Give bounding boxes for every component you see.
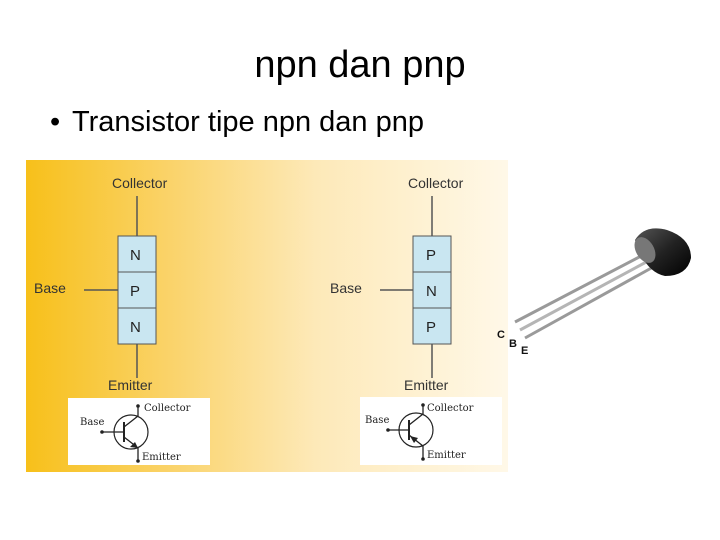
npn-symbol-box [68, 398, 210, 465]
npn-layer-1: N [130, 247, 141, 264]
pnp-symbol-box [360, 397, 502, 465]
npn-symbol-collector: Collector [144, 403, 191, 414]
npn-layer-2: P [130, 283, 140, 300]
transistor-photo: C B E [497, 228, 691, 357]
pnp-structure: Collector P N P Base Emitter [330, 175, 464, 393]
slide-title-text: npn dan pnp [254, 44, 466, 86]
transistor-legs [514, 252, 656, 340]
npn-symbol-emitter: Emitter [142, 452, 181, 463]
npn-symbol: Collector Base Emitter [68, 398, 210, 465]
pnp-emitter-label: Emitter [404, 377, 449, 393]
pnp-symbol-base: Base [365, 415, 389, 426]
npn-symbol-base: Base [80, 417, 104, 428]
bullet-marker: • [50, 106, 61, 138]
pin-c-label: C [497, 329, 505, 341]
pnp-symbol-emitter: Emitter [427, 450, 466, 461]
pnp-symbol: Collector Base Emitter [360, 397, 502, 465]
bullet-text: Transistor tipe npn dan pnp [72, 106, 424, 138]
bullet-item: • Transistor tipe npn dan pnp [50, 106, 424, 139]
transistor-body [634, 228, 691, 276]
pnp-layer-2: N [426, 283, 437, 300]
pnp-emitter-arrow [410, 436, 418, 443]
npn-emitter-label: Emitter [108, 377, 153, 393]
pnp-layer-1: P [426, 247, 436, 264]
pnp-base-label: Base [330, 280, 362, 296]
slide-title: npn dan pnp [0, 44, 720, 87]
pnp-collector-label: Collector [408, 175, 464, 191]
npn-layer-3: N [130, 319, 141, 336]
transistor-diagram-panel: Collector N P N Base Emitter Collector B… [26, 160, 508, 472]
npn-structure: Collector N P N Base Emitter [34, 175, 168, 393]
pnp-layer-3: P [426, 319, 436, 336]
npn-collector-label: Collector [112, 175, 168, 191]
transistor-diagram-svg: Collector N P N Base Emitter Collector B… [34, 175, 502, 465]
pin-e-label: E [521, 345, 528, 357]
pin-b-label: B [509, 338, 517, 350]
npn-emitter-arrow [130, 442, 138, 448]
npn-base-label: Base [34, 280, 66, 296]
pnp-symbol-collector: Collector [427, 403, 474, 414]
